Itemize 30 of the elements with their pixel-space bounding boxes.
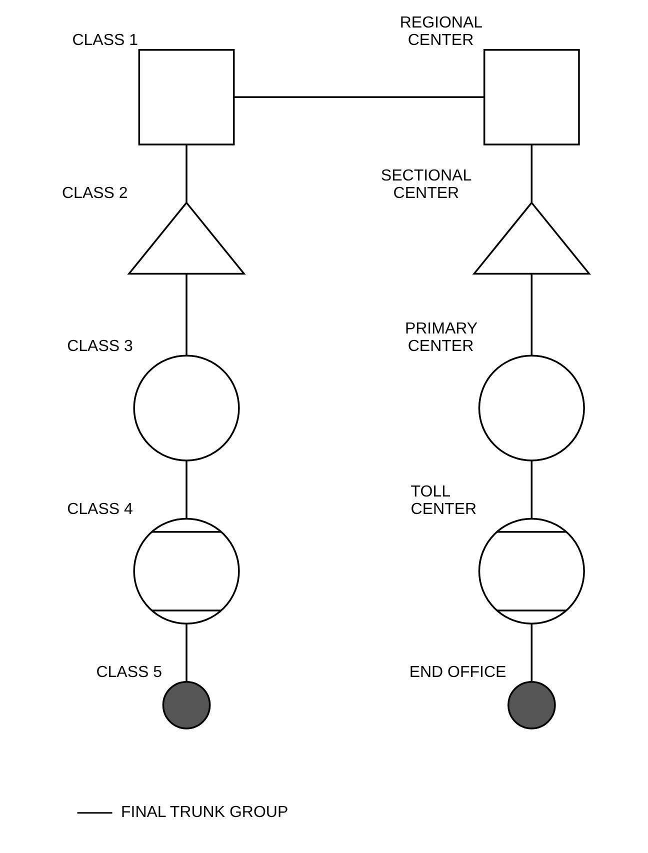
node-triangle xyxy=(126,200,246,274)
node-label: CLASS 3 xyxy=(66,337,132,354)
legend-label: FINAL TRUNK GROUP xyxy=(120,803,288,820)
node-label: CLASS 1 xyxy=(72,32,138,49)
node-triangle xyxy=(472,200,591,274)
connector xyxy=(530,460,532,518)
node-label: CLASS 2 xyxy=(62,184,128,202)
node-label: TOLL CENTER xyxy=(410,483,476,518)
node-box xyxy=(482,48,580,145)
node-circle xyxy=(132,517,240,624)
node-label: REGIONAL CENTER xyxy=(399,14,482,49)
connector xyxy=(530,623,532,682)
node-circle xyxy=(506,680,556,729)
connector xyxy=(185,144,187,202)
node-label: END OFFICE xyxy=(408,664,506,681)
connector xyxy=(530,144,532,202)
node-box xyxy=(138,48,234,145)
node-label: CLASS 5 xyxy=(96,664,162,681)
connector xyxy=(234,96,484,98)
node-label: SECTIONAL CENTER xyxy=(380,167,472,202)
node-label: PRIMARY CENTER xyxy=(404,320,478,354)
node-circle xyxy=(162,680,210,729)
node-label: CLASS 4 xyxy=(66,500,132,518)
node-circle xyxy=(132,354,240,461)
connector xyxy=(185,460,187,518)
node-circle xyxy=(478,517,584,624)
connector xyxy=(185,273,187,356)
connector xyxy=(185,623,187,682)
node-circle xyxy=(478,354,584,461)
connector xyxy=(530,273,532,356)
